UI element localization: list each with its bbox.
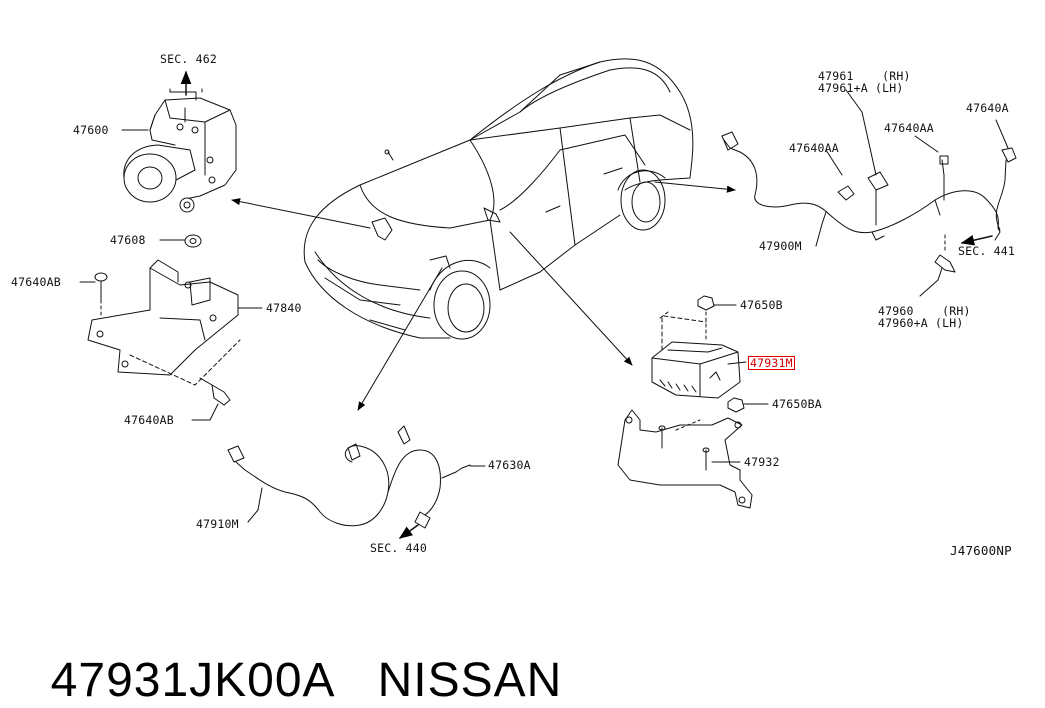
label-47650BA: 47650BA — [772, 397, 822, 411]
rear-sensor-harness-illustration — [721, 131, 1017, 273]
bolt-47640AB-bottom-illustration — [199, 377, 231, 406]
label-47640AA-right: 47640AA — [884, 121, 934, 135]
label-47961a-lh: 47961+A (LH) — [818, 81, 904, 95]
diagram-code: J47600NP — [950, 543, 1012, 558]
part-number: 47931JK00A — [50, 654, 336, 707]
label-47840: 47840 — [266, 301, 302, 315]
nut-47650BA-illustration — [727, 397, 745, 413]
parts-diagram — [79, 58, 1017, 539]
label-47640AA-left: 47640AA — [789, 141, 839, 155]
label-sec-441: SEC. 441 — [958, 244, 1015, 258]
label-47608: 47608 — [110, 233, 146, 247]
car-body-illustration — [303, 58, 694, 340]
label-47932: 47932 — [744, 455, 780, 469]
label-47910M: 47910M — [196, 517, 239, 531]
label-47960-rh: 47960 (RH) — [878, 304, 971, 318]
bolt-47640AB-top-illustration — [94, 272, 108, 319]
label-47600: 47600 — [73, 123, 109, 137]
sensor-unit-47931M-illustration — [651, 311, 741, 399]
part-caption: 47931JK00A NISSAN — [22, 598, 562, 708]
label-47900M: 47900M — [759, 239, 802, 253]
front-sensor-harness-illustration — [227, 425, 471, 529]
label-47630A: 47630A — [488, 458, 531, 472]
label-sec-440: SEC. 440 — [370, 541, 427, 555]
brand-name: NISSAN — [377, 654, 563, 707]
label-47960a-lh: 47960+A (LH) — [878, 316, 964, 330]
label-47931M-highlighted: 47931M — [748, 356, 795, 370]
nut-47650B-illustration — [697, 295, 715, 341]
bracket-47840-illustration — [87, 259, 241, 386]
label-sec-462: SEC. 462 — [160, 52, 217, 66]
label-47650B: 47650B — [740, 298, 783, 312]
label-47640AB-bottom: 47640AB — [124, 413, 174, 427]
bracket-47932-illustration — [617, 409, 753, 509]
abs-actuator-illustration — [123, 91, 237, 213]
label-47640AB-top: 47640AB — [11, 275, 61, 289]
nut-47608-illustration — [184, 234, 202, 248]
label-47961-rh: 47961 (RH) — [818, 69, 911, 83]
label-47640A: 47640A — [966, 101, 1009, 115]
